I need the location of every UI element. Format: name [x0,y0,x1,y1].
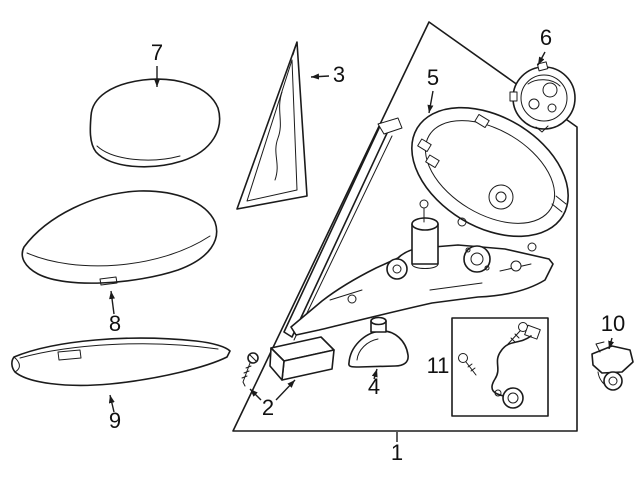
camera-lens [603,371,623,391]
harness-cable [491,335,532,397]
callout-10-arrow [608,337,614,350]
part-mirror-glass [89,78,221,168]
callout-4-label[interactable]: 4 [368,374,380,399]
callout-4[interactable]: 4 [368,368,380,399]
callout-10[interactable]: 10 [601,311,625,350]
callout-6[interactable]: 6 [537,25,552,66]
part-mirror-cover-cap [21,190,218,286]
screw-shaft [242,362,251,387]
callout-8-arrow [109,290,116,315]
part-mirror-assembly-box [232,21,578,442]
callout-2-arrow [275,379,296,401]
callout-1[interactable]: 1 [391,440,403,465]
part-hardware-box-and-screw [241,336,335,387]
callout-9-arrow [108,394,115,413]
callout-9-label[interactable]: 9 [109,408,121,433]
callout-3-arrow [310,73,330,80]
callout-8[interactable]: 8 [109,290,121,336]
callout-4-arrow [371,368,378,380]
part-base-gasket [348,316,409,368]
callout-2-label[interactable]: 2 [262,395,274,420]
callout-6-label[interactable]: 6 [540,25,552,50]
part-corner-trim-triangle [236,41,308,210]
harness-grommet [502,387,524,409]
callout-1-label[interactable]: 1 [391,440,403,465]
callout-2-arrow [249,388,262,401]
part-side-camera [591,341,634,391]
part-turn-signal-lamp [11,337,231,387]
callout-5-arrow [427,90,434,114]
part-wiring-harness-kit [451,317,549,417]
callout-2[interactable]: 2 [249,379,296,420]
callout-7-label[interactable]: 7 [151,40,163,65]
part-housing-frame [411,106,569,238]
callout-7[interactable]: 7 [151,40,163,87]
callout-5-label[interactable]: 5 [427,65,439,90]
callout-3-label[interactable]: 3 [333,62,345,87]
part-base-bracket [290,199,554,336]
callout-5[interactable]: 5 [427,65,439,114]
part-actuator-motor [509,61,576,133]
callout-9[interactable]: 9 [108,394,121,433]
bracket-bolt-head [419,199,429,209]
callout-6-arrow [537,51,546,66]
callout-8-label[interactable]: 8 [109,311,121,336]
bracket-gear [463,245,491,273]
callout-11[interactable]: 11 [427,353,450,378]
part-sail-seal-strip [283,117,403,341]
callout-3[interactable]: 3 [310,62,345,87]
harness-screw-head [458,353,468,363]
callout-10-label[interactable]: 10 [601,311,625,336]
callout-11-label[interactable]: 11 [427,353,450,378]
